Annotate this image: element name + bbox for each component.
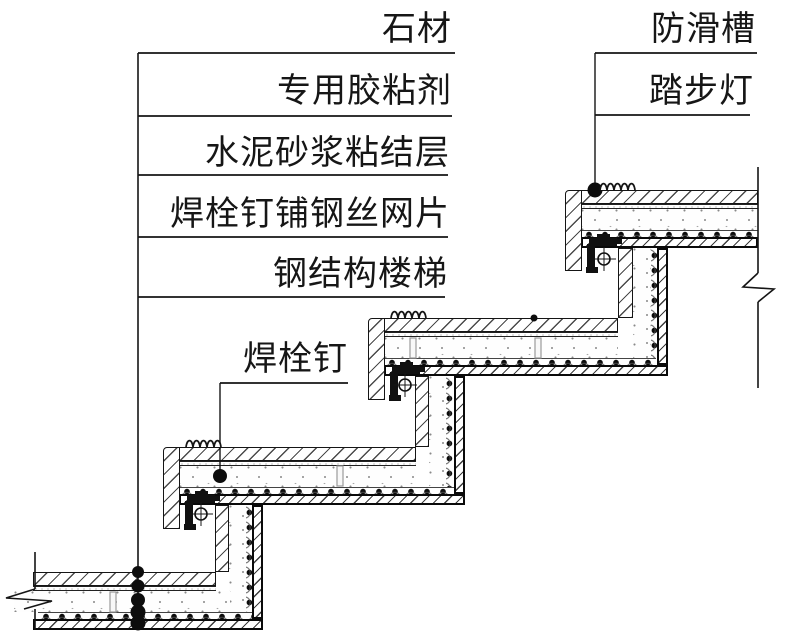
right-label-underlines [595,52,757,116]
label-step-light: 踏步灯 [649,71,754,111]
tread2-steel-layer [179,494,465,505]
riser32-stone-strip [415,376,429,447]
tread3-nosing [368,318,385,400]
tread3-light-dot [530,314,538,322]
tread1-mortar-layer [14,591,230,612]
riser21-mortar-strip [229,505,249,612]
riser43-mortar-strip [633,248,653,358]
tread2-adhesive-layer [179,461,416,466]
riser21-stone-strip [215,505,229,572]
embedded-studs [109,337,542,613]
riser21-steel-strip [252,505,263,619]
riser43-mesh-strip [651,248,658,358]
tread1-adhesive-layer [33,586,216,591]
tread2-stone-layer [179,447,416,461]
stud-fitting-tread3 [389,362,425,401]
tread1-mesh-layer [38,612,254,619]
label-adhesive: 专用胶粘剂 [277,71,452,111]
tread4-mortar-layer [581,209,758,230]
step-light-dot [587,182,603,198]
label-weld-stud: 焊栓钉 [243,339,348,379]
tread3-stone-layer [384,318,618,332]
tread4-mesh-layer [581,230,758,237]
riser32-mortar-strip [429,376,449,487]
tread2-mortar-layer [179,466,416,487]
riser32-steel-strip [454,376,465,494]
stud-fitting-tread2 [184,491,220,530]
tread1-steel-layer [33,619,263,630]
riser43-stone-strip [618,248,633,318]
tread3-mortar-layer [384,337,618,358]
label-mesh-studs: 焊栓钉铺钢丝网片 [170,194,450,234]
label-antislip-groove: 防滑槽 [651,9,756,49]
left-label-underlines [138,52,455,298]
riser32-mesh-strip [446,376,453,487]
tread4-nosing [565,190,582,271]
riser21-mesh-strip [246,505,253,612]
tread2-mesh-layer [179,487,456,494]
weld-stud-leader-dot [213,469,227,483]
tread2-nosing [163,447,180,529]
tread4-adhesive-layer [581,204,758,209]
left-leader-dots [130,566,146,631]
right-break-mark [741,167,777,388]
label-stone: 石材 [382,9,452,49]
tread1-stone-layer [33,572,216,586]
tread3-mesh-layer [384,358,656,365]
tread3-adhesive-layer [384,332,618,337]
tread4-stone-layer [581,190,758,204]
label-mortar: 水泥砂浆粘结层 [205,133,450,173]
riser43-steel-strip [657,248,668,365]
stud-fitting-tread4 [586,234,622,273]
antislip-squiggles [185,182,636,448]
tread3-steel-layer [384,365,668,376]
left-break-mark [5,552,53,630]
label-steel-stair: 钢结构楼梯 [273,254,448,294]
tread4-steel-layer [581,237,758,248]
